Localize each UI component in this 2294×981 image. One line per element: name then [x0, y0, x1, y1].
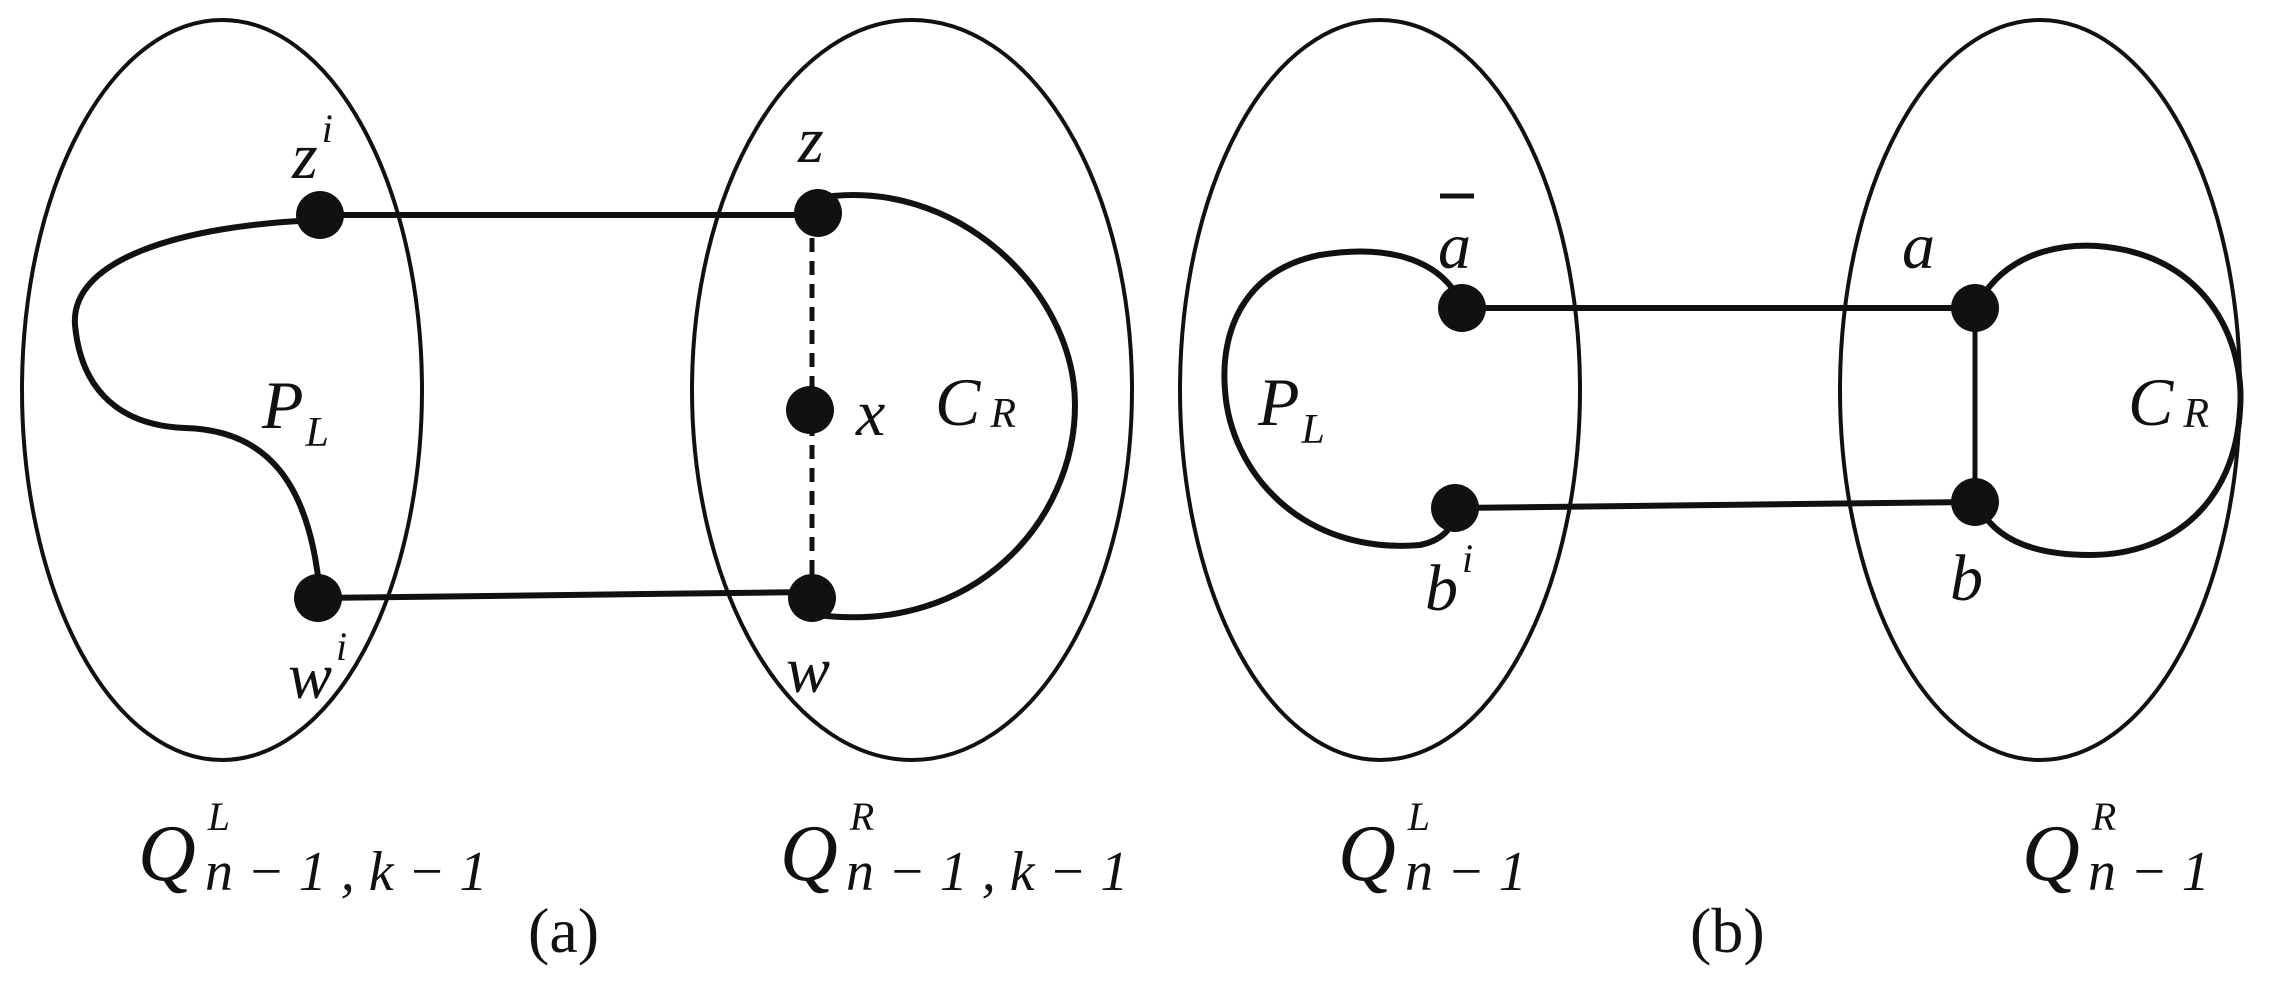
- edge-bi-b: [1454, 499, 1976, 511]
- node-abar: [1438, 284, 1486, 332]
- caption-b: (b): [1690, 895, 1765, 966]
- panel-b: [1178, 18, 2244, 762]
- label-b: b: [1950, 542, 1983, 615]
- path-pl-a: [71, 217, 323, 596]
- cube-sub-right-a: n − 1 , k − 1: [846, 841, 1128, 903]
- panel-a: [20, 18, 1134, 762]
- cube-sub-left-b: n − 1: [1405, 841, 1527, 903]
- node-x: [786, 386, 834, 434]
- left-subcube-ellipse-b: [1178, 18, 1582, 762]
- node-w: [788, 574, 836, 622]
- label-pl-b: PL: [1257, 364, 1325, 453]
- node-b: [1951, 478, 1999, 526]
- label-abar: a: [1438, 210, 1471, 283]
- label-a: a: [1902, 210, 1935, 283]
- panel-a-nodes: [294, 189, 842, 622]
- label-w: w: [786, 634, 830, 707]
- node-z: [794, 189, 842, 237]
- left-subcube-ellipse-a: [20, 18, 424, 762]
- cycle-cr-b: [1975, 242, 2244, 559]
- label-z: z: [797, 104, 824, 177]
- cube-sub-right-b: n − 1: [2088, 841, 2210, 903]
- node-bi: [1431, 484, 1479, 532]
- label-x: x: [855, 377, 885, 450]
- cube-sub-left-a: n − 1 , k − 1: [205, 841, 487, 903]
- node-wi: [294, 574, 342, 622]
- cycle-cr-a: [817, 192, 1079, 621]
- label-pl-a: PL: [261, 367, 329, 456]
- right-subcube-ellipse-b: [1838, 18, 2242, 762]
- edge-wi-w: [317, 589, 816, 601]
- right-subcube-ellipse-a: [690, 18, 1134, 762]
- path-pl-b: [1221, 248, 1465, 549]
- caption-a: (a): [528, 895, 599, 966]
- node-a: [1951, 284, 1999, 332]
- panel-b-nodes: [1431, 284, 1999, 532]
- node-zi: [296, 191, 344, 239]
